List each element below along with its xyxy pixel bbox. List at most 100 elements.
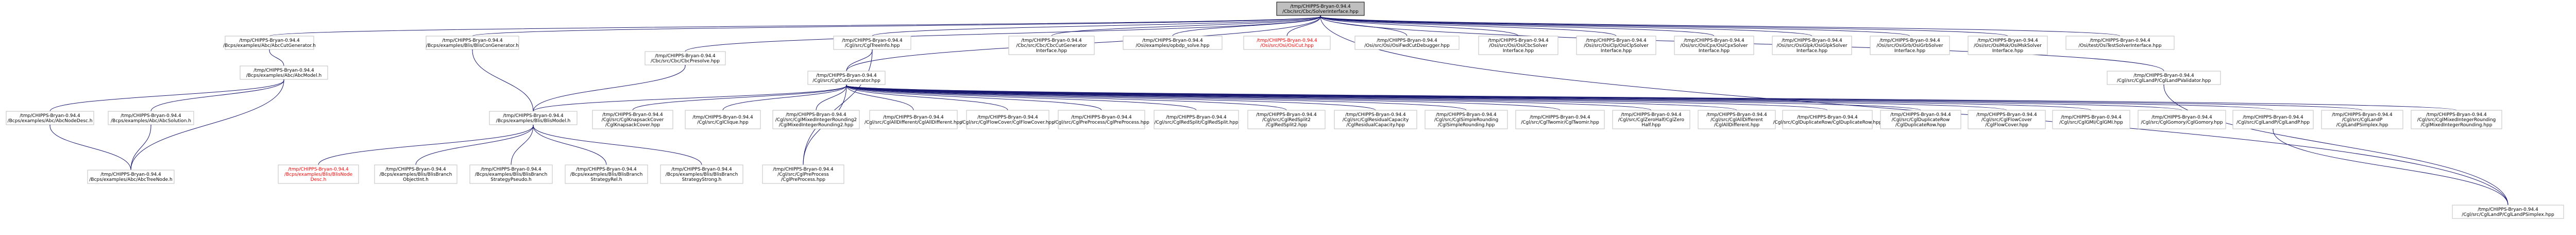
file-node-cgltwo[interactable]: /tmp/CHIPPS-Bryan-0.94.4/Cgl/src/CglGMI/… xyxy=(2052,110,2130,129)
node-label-line: /tmp/CHIPPS-Bryan-0.94.4 xyxy=(2151,115,2212,120)
file-node-cbc_cut[interactable]: /tmp/CHIPPS-Bryan-0.94.4/Cbc/src/Cbc/Cbc… xyxy=(1008,36,1095,55)
node-box xyxy=(592,110,673,129)
file-node-cglsimple[interactable]: /tmp/CHIPPS-Bryan-0.94.4/Cgl/src/CglFlow… xyxy=(1968,110,2046,129)
node-label-line: /CglAllDifferent.hpp xyxy=(1714,123,1759,128)
edge-osicbc-includes-root xyxy=(1318,13,1519,37)
node-label-line: /tmp/CHIPPS-Bryan-0.94.4 xyxy=(2332,112,2393,118)
node-label-line: Half.hpp xyxy=(1641,123,1661,128)
edge-blismodel2-includes-bls_cutgen xyxy=(470,47,534,112)
file-node-bls_cutgen[interactable]: /tmp/CHIPPS-Bryan-0.94.4/Bcps/examples/B… xyxy=(426,36,519,50)
file-node-oslsolve[interactable]: /tmp/CHIPPS-Bryan-0.94.4/Osi/examples/op… xyxy=(1123,36,1223,50)
node-box xyxy=(108,111,194,125)
node-label-line: /tmp/CHIPPS-Bryan-0.94.4 xyxy=(2426,112,2487,118)
file-node-cglgen[interactable]: /tmp/CHIPPS-Bryan-0.94.4/Cgl/src/CglCutG… xyxy=(807,71,886,85)
file-node-root[interactable]: /tmp/CHIPPS-Bryan-0.94.4/Cbc/src/Cbc/Sol… xyxy=(1276,2,1365,16)
node-label-line: Interface.hpp xyxy=(1992,48,2024,54)
file-node-cglmixed2[interactable]: /tmp/CHIPPS-Bryan-0.94.4/Cgl/src/CglMixe… xyxy=(2411,110,2502,129)
file-node-cgltwomir[interactable]: /tmp/CHIPPS-Bryan-0.94.4/Cgl/src/CglSimp… xyxy=(1425,110,1508,129)
file-node-cgltree[interactable]: /tmp/CHIPPS-Bryan-0.94.4/Cgl/src/CglTree… xyxy=(833,36,911,50)
node-label-line: Interface.hpp xyxy=(1797,48,1828,54)
node-label-line: /Osi/src/OsiClp/OsiClpSolver xyxy=(1584,43,1649,48)
file-node-abcnode[interactable]: /tmp/CHIPPS-Bryan-0.94.4/Bcps/examples/A… xyxy=(6,111,94,125)
file-node-cglclique[interactable]: /tmp/CHIPPS-Bryan-0.94.4/Cgl/src/CglCliq… xyxy=(685,110,761,129)
file-node-blishelp[interactable]: /tmp/CHIPPS-Bryan-0.94.4/Bcps/examples/B… xyxy=(278,164,359,184)
file-node-blismodel2[interactable]: /tmp/CHIPPS-Bryan-0.94.4/Bcps/examples/B… xyxy=(489,111,578,125)
file-node-cglpreprocess[interactable]: /tmp/CHIPPS-Bryan-0.94.4/Cgl/src/CglPreP… xyxy=(762,164,844,184)
edge-cglduplicate-includes-cglgen xyxy=(844,82,914,111)
file-node-cbc_heur[interactable]: /tmp/CHIPPS-Bryan-0.94.4/Cbc/src/Cbc/Cbc… xyxy=(645,51,726,65)
node-label-line: /Bcps/examples/Blis/BlisBranch xyxy=(570,172,643,177)
file-node-cglprobing[interactable]: /tmp/CHIPPS-Bryan-0.94.4/Cgl/src/CglZero… xyxy=(1612,110,1690,129)
node-label-line: /Cgl/src/CglLandP xyxy=(2342,118,2383,123)
file-node-cgllandproj[interactable]: /tmp/CHIPPS-Bryan-0.94.4/Cgl/src/CglLand… xyxy=(2321,110,2403,129)
node-label-line: /Cgl/src/CglFlowCover xyxy=(1981,118,2032,123)
edge-cglpreprocess-includes-cgltree xyxy=(803,47,874,165)
file-node-cgllift[interactable]: /tmp/CHIPPS-Bryan-0.94.4/Cgl/src/CglResi… xyxy=(1334,110,1417,129)
node-label-line: /tmp/CHIPPS-Bryan-0.94.4 xyxy=(288,167,349,172)
file-node-cglgomory[interactable]: /tmp/CHIPPS-Bryan-0.94.4/Cgl/src/CglRedS… xyxy=(1154,110,1239,129)
node-label-line: /CglSimpleRounding.hpp xyxy=(1438,123,1495,128)
file-node-cglres[interactable]: /tmp/CHIPPS-Bryan-0.94.4/Cgl/src/CglDupl… xyxy=(1880,110,1961,129)
file-node-cglcover[interactable]: /tmp/CHIPPS-Bryan-0.94.4/Cgl/src/CglKnap… xyxy=(592,110,673,129)
file-node-osicpx[interactable]: /tmp/CHIPPS-Bryan-0.94.4/Osi/src/OsiCpx/… xyxy=(1674,36,1754,55)
file-node-cglredsplit[interactable]: /tmp/CHIPPS-Bryan-0.94.4/Cgl/src/CglDupl… xyxy=(1773,110,1882,129)
node-label-line: /tmp/CHIPPS-Bryan-0.94.4 xyxy=(1257,38,1317,43)
node-label-line: /tmp/CHIPPS-Bryan-0.94.4 xyxy=(239,38,300,43)
file-node-cglodd[interactable]: /tmp/CHIPPS-Bryan-0.94.4/Cgl/src/CglTwom… xyxy=(1515,110,1605,129)
file-node-cglland[interactable]: /tmp/CHIPPS-Bryan-0.94.4/Cgl/src/CglLand… xyxy=(2232,110,2314,129)
edge-cgllandpsimplex-includes-cglpres xyxy=(2162,82,2509,206)
file-node-ositest[interactable]: /tmp/CHIPPS-Bryan-0.94.4/Osi/test/OsiTes… xyxy=(2065,36,2175,50)
node-label-line: /Osi/src/OsiMsk/OsiMskSolver xyxy=(1974,43,2042,48)
file-node-osicbc[interactable]: /tmp/CHIPPS-Bryan-0.94.4/Osi/src/Osi/Osi… xyxy=(1478,36,1558,55)
file-node-cglmixed[interactable]: /tmp/CHIPPS-Bryan-0.94.4/Cgl/src/CglMixe… xyxy=(772,110,860,129)
file-node-osigrb[interactable]: /tmp/CHIPPS-Bryan-0.94.4/Osi/src/OsiGrb/… xyxy=(1870,36,1950,55)
node-box xyxy=(2052,110,2130,129)
file-node-cglpres[interactable]: /tmp/CHIPPS-Bryan-0.94.4/Cgl/src/CglLand… xyxy=(2107,71,2221,85)
edge-osiglpk-includes-root xyxy=(1318,13,1812,37)
file-node-osichol[interactable]: /tmp/CHIPPS-Bryan-0.94.4/Osi/src/Osi/Osi… xyxy=(1354,36,1460,50)
node-label-line: /Bcps/examples/Blis/BlisBranch xyxy=(380,172,452,177)
file-node-cglflow[interactable]: /tmp/CHIPPS-Bryan-0.94.4/Cgl/src/CglFlow… xyxy=(961,110,1055,129)
file-node-abctree[interactable]: /tmp/CHIPPS-Bryan-0.94.4/Bcps/examples/A… xyxy=(87,170,175,184)
node-box xyxy=(1515,110,1605,129)
node-label-line: /Cgl/src/CglLandP/CglLandPValidator.hpp xyxy=(2117,78,2211,83)
node-label-line: /Osi/src/OsiGlpk/OsiGlpkSolver xyxy=(1776,43,1847,48)
node-label-line: /tmp/CHIPPS-Bryan-0.94.4 xyxy=(1071,115,1132,120)
node-label-line: /Cgl/src/CglRedSplit2 xyxy=(1262,118,1311,123)
node-label-line: /Bcps/examples/Blis/BlisNode xyxy=(284,172,353,177)
node-label-line: /tmp/CHIPPS-Bryan-0.94.4 xyxy=(2243,115,2303,120)
file-node-cglduplicate[interactable]: /tmp/CHIPPS-Bryan-0.94.4/Cgl/src/CglAllD… xyxy=(865,110,962,129)
node-label-line: /tmp/CHIPPS-Bryan-0.94.4 xyxy=(1977,38,2038,43)
file-node-cglkn[interactable]: /tmp/CHIPPS-Bryan-0.94.4/Cgl/src/CglRedS… xyxy=(1247,110,1326,129)
node-label-line: /tmp/CHIPPS-Bryan-0.94.4 xyxy=(1586,38,1647,43)
edge-blisrel-includes-blismodel2 xyxy=(531,122,607,165)
node-label-line: /Cgl/src/CglResidualCapacity xyxy=(1343,118,1409,123)
file-node-blisstrong[interactable]: /tmp/CHIPPS-Bryan-0.94.4/Bcps/examples/B… xyxy=(660,164,743,184)
edge-cglclique-includes-cglgen xyxy=(722,82,849,111)
node-label-line: /Osi/examples/opbdp_solve.hpp xyxy=(1136,43,1209,48)
node-box xyxy=(966,110,1049,129)
file-node-blisobj[interactable]: /tmp/CHIPPS-Bryan-0.94.4/Bcps/examples/B… xyxy=(374,164,457,184)
node-box xyxy=(2138,110,2226,129)
file-node-osiglpk[interactable]: /tmp/CHIPPS-Bryan-0.94.4/Osi/src/OsiGlpk… xyxy=(1772,36,1852,55)
node-label-line: /tmp/CHIPPS-Bryan-0.94.4 xyxy=(2090,38,2150,43)
file-node-blis_model[interactable]: /tmp/CHIPPS-Bryan-0.94.4/Bcps/examples/A… xyxy=(240,65,328,80)
file-node-cgllandpsimplex[interactable]: /tmp/CHIPPS-Bryan-0.94.4/Cgl/src/CglLand… xyxy=(2452,205,2564,219)
edge-abctree-includes-abcnode xyxy=(48,122,131,171)
node-box xyxy=(1008,36,1095,55)
file-node-abc[interactable]: /tmp/CHIPPS-Bryan-0.94.4/Bcps/examples/A… xyxy=(223,36,316,50)
node-box xyxy=(2411,110,2502,129)
file-node-cglreduce[interactable]: /tmp/CHIPPS-Bryan-0.94.4/Cgl/src/CglAllD… xyxy=(1698,110,1776,129)
file-node-osimsk[interactable]: /tmp/CHIPPS-Bryan-0.94.4/Osi/src/OsiMsk/… xyxy=(1968,36,2048,55)
node-label-line: /tmp/CHIPPS-Bryan-0.94.4 xyxy=(671,167,732,172)
file-node-cglfakeclique[interactable]: /tmp/CHIPPS-Bryan-0.94.4/Cgl/src/CglPreP… xyxy=(1054,110,1149,129)
node-label-line: /Bcps/examples/Abc/AbcNodeDesc.h xyxy=(8,119,93,124)
file-node-osicut_missing[interactable]: /tmp/CHIPPS-Bryan-0.94.4/Osi/src/Osi/Osi… xyxy=(1243,36,1331,50)
file-node-blisrel[interactable]: /tmp/CHIPPS-Bryan-0.94.4/Bcps/examples/B… xyxy=(565,164,648,184)
file-node-osiclp[interactable]: /tmp/CHIPPS-Bryan-0.94.4/Osi/src/OsiClp/… xyxy=(1576,36,1656,55)
file-node-blispseudo[interactable]: /tmp/CHIPPS-Bryan-0.94.4/Bcps/examples/B… xyxy=(469,164,553,184)
node-label-line: /tmp/CHIPPS-Bryan-0.94.4 xyxy=(1621,112,1682,118)
node-box xyxy=(1243,36,1331,50)
file-node-abcsol[interactable]: /tmp/CHIPPS-Bryan-0.94.4/Bcps/examples/A… xyxy=(108,111,194,125)
file-node-cglgomory2[interactable]: /tmp/CHIPPS-Bryan-0.94.4/Cgl/src/CglGomo… xyxy=(2138,110,2226,129)
